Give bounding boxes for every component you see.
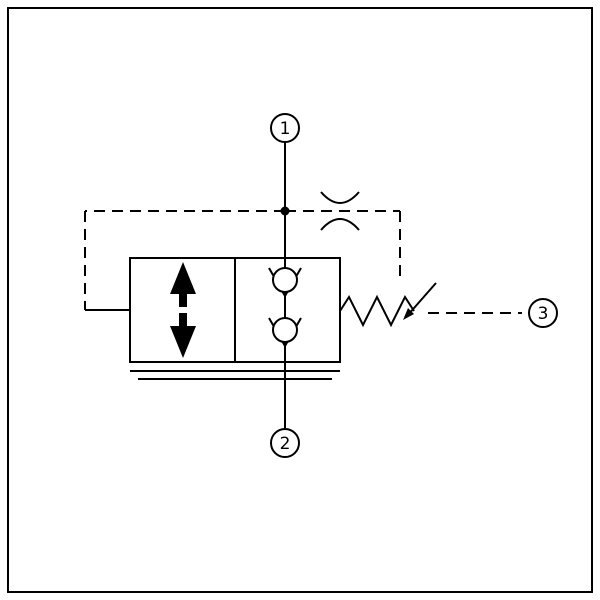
adjustment-arrow-shaft (406, 282, 437, 317)
port-1-label: 1 (280, 119, 291, 139)
orifice-icon (320, 191, 360, 204)
check-valve-upper-ball-icon (272, 267, 298, 293)
check-valve-lower-ball-icon (272, 317, 298, 343)
port-3-label: 3 (538, 304, 549, 324)
two-position-arrow-down-icon (170, 313, 196, 358)
port-2-circle (270, 428, 300, 458)
orifice-icon (320, 218, 360, 231)
two-position-arrow-up-icon (170, 262, 196, 307)
spring-icon (339, 294, 415, 328)
port-3-circle (528, 298, 558, 328)
port-2-label: 2 (280, 434, 291, 454)
image-border (7, 7, 593, 593)
adjustment-arrow-head-icon (403, 308, 414, 320)
